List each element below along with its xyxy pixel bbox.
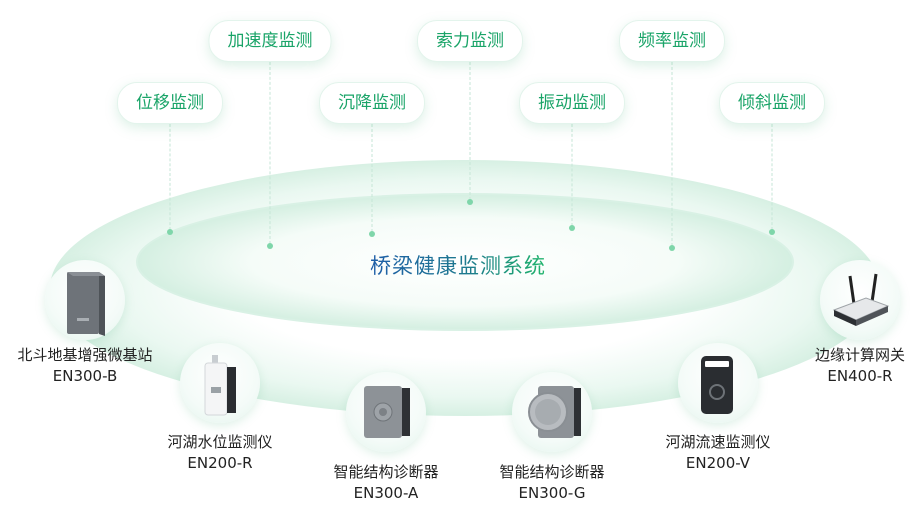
connector-line: [169, 124, 171, 230]
connector-dot: [467, 199, 473, 205]
device-model: EN200-V: [685, 454, 751, 472]
monitor-pill-frequency: 频率监测: [619, 20, 725, 62]
device-label: 河湖流速监测仪 EN200-V: [665, 432, 770, 474]
device-name: 北斗地基增强微基站: [17, 346, 153, 364]
monitor-pill-inclination: 倾斜监测: [719, 82, 825, 124]
device-label: 智能结构诊断器 EN300-G: [499, 462, 604, 504]
device-model: EN300-B: [52, 367, 118, 385]
connector-line: [371, 124, 373, 232]
structure-diagnoser-round-icon: [528, 386, 581, 438]
inner-ellipse: [136, 193, 794, 331]
structure-diagnoser-icon: [364, 386, 410, 438]
device-label: 智能结构诊断器 EN300-A: [333, 462, 438, 504]
device-name: 河湖流速监测仪: [665, 433, 771, 451]
device-model: EN300-G: [518, 484, 586, 502]
monitor-pill-acceleration: 加速度监测: [208, 20, 332, 62]
device-label: 河湖水位监测仪 EN200-R: [167, 432, 272, 474]
flow-velocity-monitor-icon: [701, 356, 733, 414]
connector-line: [771, 124, 773, 230]
system-title: 桥梁健康监测系统: [370, 250, 546, 280]
connector-dot: [167, 229, 173, 235]
connector-dot: [369, 231, 375, 237]
connector-dot: [569, 225, 575, 231]
gnss-base-station-icon: [67, 272, 105, 336]
device-name: 河湖水位监测仪: [167, 433, 273, 451]
device-name: 边缘计算网关: [814, 346, 906, 364]
connector-line: [269, 62, 271, 244]
connector-line: [671, 62, 673, 246]
connector-dot: [267, 243, 273, 249]
monitor-pill-settlement: 沉降监测: [319, 82, 425, 124]
connector-line: [571, 124, 573, 226]
monitor-pill-cable-force: 索力监测: [417, 20, 523, 62]
connector-line: [469, 62, 471, 200]
device-label: 北斗地基增强微基站 EN300-B: [17, 345, 152, 387]
device-model: EN200-R: [187, 454, 253, 472]
monitor-pill-vibration: 振动监测: [519, 82, 625, 124]
connector-dot: [669, 245, 675, 251]
device-name: 智能结构诊断器: [499, 463, 605, 481]
device-model: EN300-A: [353, 484, 419, 502]
device-label: 边缘计算网关 EN400-R: [815, 345, 905, 387]
device-name: 智能结构诊断器: [333, 463, 439, 481]
device-model: EN400-R: [827, 367, 893, 385]
connector-dot: [769, 229, 775, 235]
edge-gateway-icon: [832, 273, 890, 326]
water-level-monitor-icon: [204, 355, 236, 416]
monitor-pill-displacement: 位移监测: [117, 82, 223, 124]
